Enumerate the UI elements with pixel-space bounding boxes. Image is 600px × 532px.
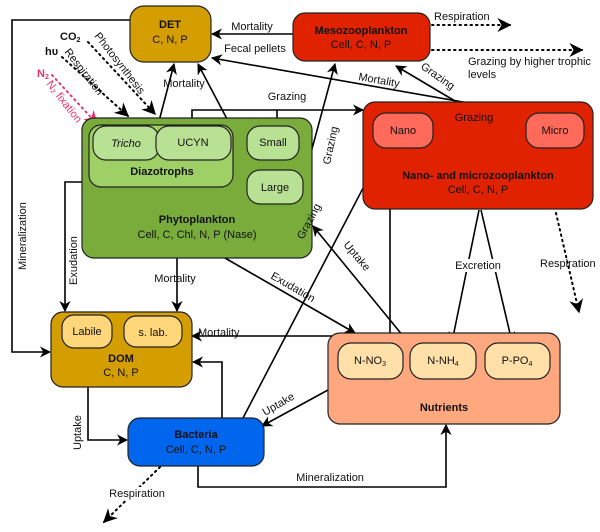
no3-box[interactable] (337, 342, 404, 380)
uptake-dom-label: Uptake (72, 415, 84, 450)
fecal-pellets-label: Fecal pellets (224, 43, 286, 55)
arrow-mortality-ucyn-det (157, 62, 177, 126)
co2-label: CO2 (60, 31, 81, 44)
arrow-mineralization-bact (197, 423, 452, 488)
po4-label: P-PO4 (502, 355, 533, 368)
small-label: Small (259, 137, 287, 149)
mortality-phyto-dom-label: Mortality (154, 273, 196, 285)
uptake-phyto-label: Uptake (341, 239, 373, 273)
micro-box[interactable] (525, 112, 585, 149)
grazing-micro-meso-label: Grazing (418, 61, 456, 93)
arrow-exudation-dom (59, 181, 82, 313)
large-label: Large (261, 182, 289, 194)
nh4-label: N-NH4 (427, 355, 459, 368)
arrow-excretion-nh4 (448, 209, 480, 344)
det-box[interactable]: DET C, N, P (129, 5, 212, 63)
arrow-n2-fixation (51, 74, 98, 126)
dom-sub: C, N, P (103, 367, 138, 379)
meso-sub: Cell, C, N, P (331, 39, 392, 51)
labile-box[interactable] (61, 314, 113, 349)
uptake-bact-label: Uptake (261, 391, 297, 419)
grazing-nano-micro-label: Grazing (455, 112, 494, 124)
det-title: DET (159, 19, 181, 31)
mineralization-bact-label: Mineralization (296, 472, 364, 484)
no3-label: N-NO3 (354, 355, 386, 368)
bacteria-box[interactable]: Bacteria Cell, C, N, P (127, 417, 265, 467)
po4-box[interactable] (484, 342, 551, 380)
large-box[interactable] (246, 169, 304, 205)
mesozooplankton-box[interactable]: Mesozooplankton Cell, C, N, P (292, 12, 431, 62)
slab-box[interactable] (123, 315, 183, 348)
ucyn-box[interactable] (155, 125, 232, 161)
diazotrophs-label: Diazotrophs (130, 166, 194, 178)
small-box[interactable] (246, 125, 300, 161)
respiration-zoo-label: Respiration (540, 258, 596, 270)
micro-label: Micro (542, 125, 569, 137)
arrow-uptake-phyto (312, 225, 418, 354)
ucyn-label: UCYN (177, 137, 208, 149)
nh4-box[interactable] (409, 342, 477, 380)
meso-title: Mesozooplankton (315, 25, 408, 37)
arrow-uptake-nutrients-bact (261, 389, 329, 427)
bacteria-title: Bacteria (174, 429, 218, 441)
arrow-grazing-micro-meso (395, 65, 456, 102)
arrow-photosynthesis (87, 41, 156, 116)
phyto-sub: Cell, C, Chl, N, P (Nase) (138, 229, 257, 241)
hv-label: hυ (45, 46, 58, 58)
det-sub: C, N, P (152, 34, 187, 46)
arrow-mineralization-det-dom (11, 19, 130, 358)
phytoplankton-box[interactable]: Tricho UCYN Diazotrophs Small Large Phyt… (81, 117, 313, 259)
tricho-label: Tricho (111, 138, 141, 150)
slab-label: s. lab. (138, 327, 167, 339)
arrow-respiration-in (61, 56, 130, 117)
grazing-higher-label-2: levels (468, 69, 497, 81)
n2-fixation-label: N₂ fixation (44, 78, 84, 125)
nano-box[interactable] (372, 112, 434, 149)
arrow-excretion-po4 (480, 209, 516, 344)
mortality-bact-label: Mortality (198, 327, 240, 339)
arrow-uptake-dom-bact (87, 387, 129, 446)
grazing-higher-label: Grazing by higher trophic (468, 56, 591, 68)
dom-box[interactable]: Labile s. lab. DOM C, N, P (50, 311, 193, 388)
nutrients-box[interactable]: N-NO3 N-NH4 P-PO4 Nutrients (327, 332, 561, 425)
nano-label: Nano (390, 125, 416, 137)
respiration-bact-label: Respiration (109, 488, 165, 500)
phyto-title: Phytoplankton (159, 214, 236, 226)
arrow-exudation-nutrients (224, 257, 356, 334)
nano-microzooplankton-box[interactable]: Nano Micro Nano- and microzooplankton Ce… (362, 101, 594, 210)
zoo-sub: Cell, C, N, P (448, 184, 509, 196)
arrow-grazing-bacteria-nano (242, 147, 385, 419)
mineralization-left-label: Mineralization (17, 202, 29, 270)
dom-title: DOM (108, 353, 134, 365)
exudation-left-label: Exudation (68, 236, 80, 285)
mortality-meso-label: Mortality (231, 21, 273, 33)
arrow-respiration-zoo (555, 212, 583, 314)
nutrients-title: Nutrients (420, 402, 468, 414)
respiration-meso-label: Respiration (434, 11, 490, 23)
n2-label: N2 (37, 68, 49, 81)
bacteria-sub: Cell, C, N, P (166, 444, 227, 456)
labile-label: Labile (72, 326, 101, 338)
excretion-label: Excretion (455, 260, 501, 272)
zoo-title: Nano- and microzooplankton (402, 170, 554, 182)
arrow-mortality-bact-dom (191, 356, 223, 418)
grazing-top-label: Grazing (268, 91, 307, 103)
grazing-phyto-meso-label: Grazing (321, 125, 341, 165)
mortality-phyto-det-label: Mortality (163, 78, 205, 90)
